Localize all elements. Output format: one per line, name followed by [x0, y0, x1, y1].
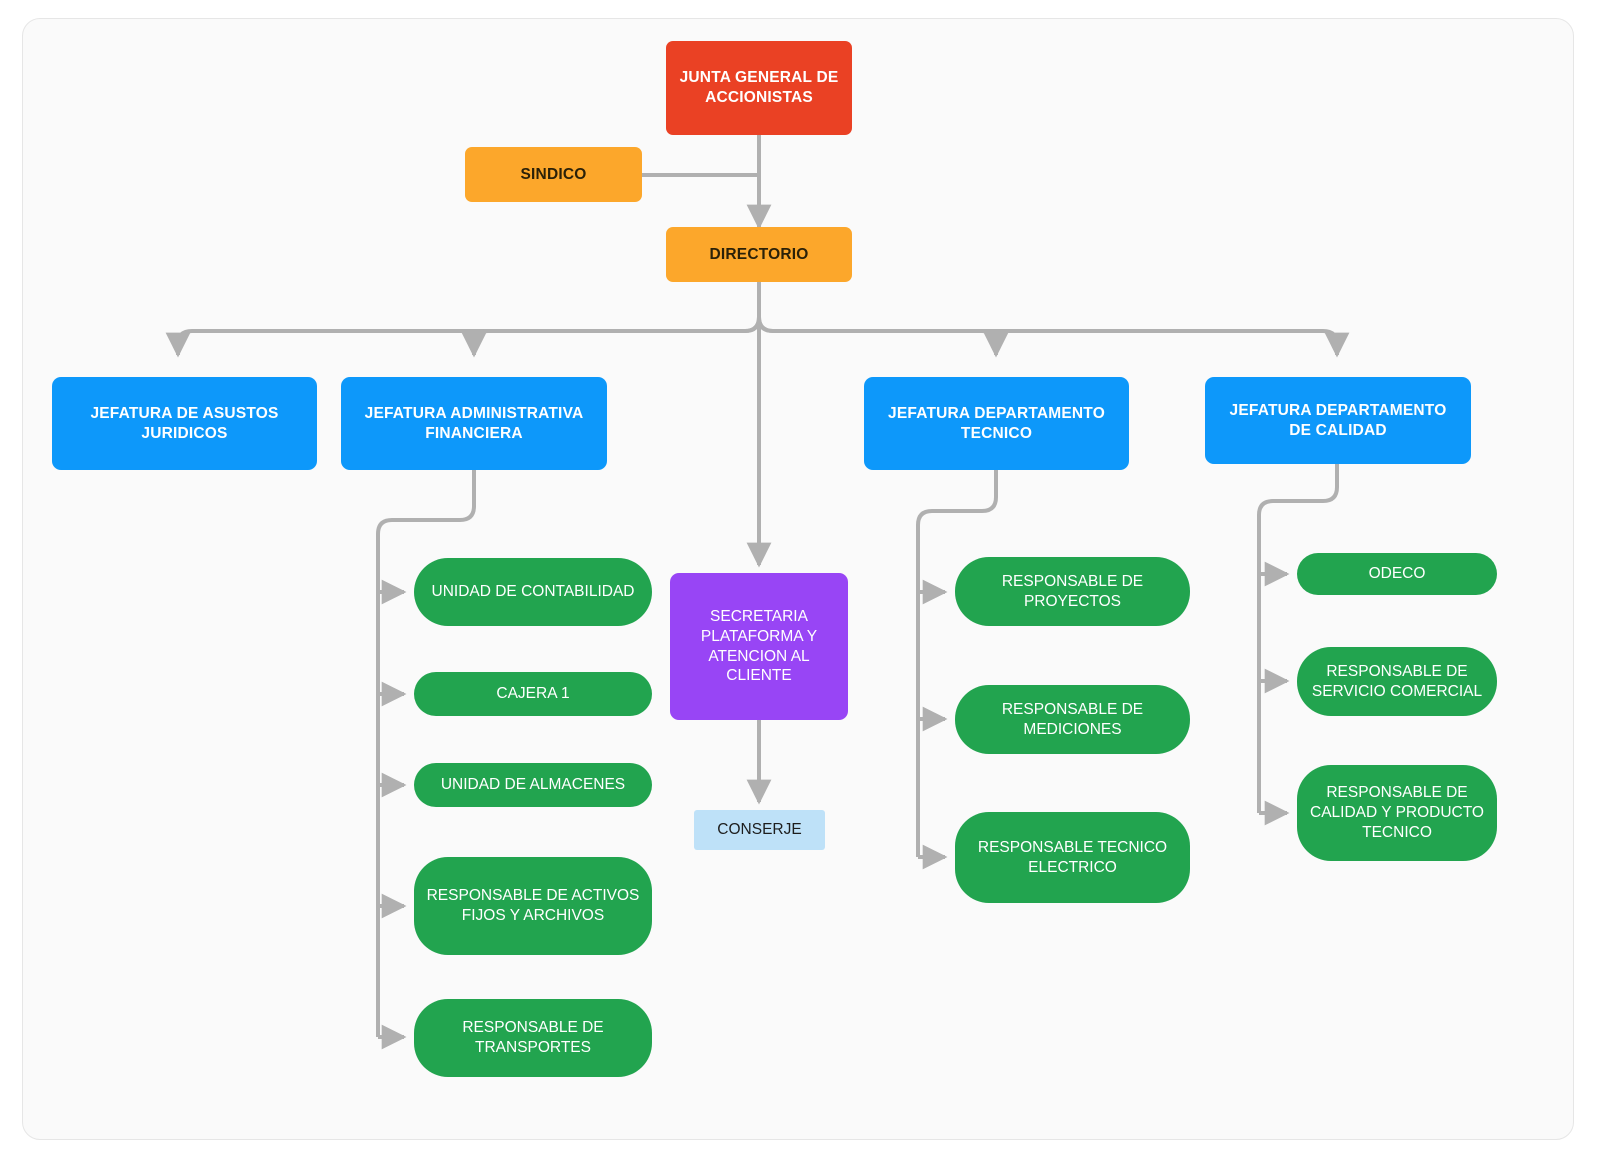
node-label: RESPONSABLE DE CALIDAD Y PRODUCTO TECNIC… — [1310, 784, 1484, 841]
node-label: UNIDAD DE CONTABILIDAD — [431, 583, 635, 601]
node-label: JEFATURA DEPARTAMENTO TECNICO — [888, 404, 1105, 442]
node-label: DIRECTORIO — [709, 245, 809, 263]
node-jefatura-asustos-juridicos[interactable]: JEFATURA DE ASUSTOS JURIDICOS — [52, 377, 317, 470]
node-label: RESPONSABLE DE TRANSPORTES — [462, 1019, 604, 1056]
node-junta-general-de-accionistas[interactable]: JUNTA GENERAL DE ACCIONISTAS — [666, 41, 852, 135]
node-label: RESPONSABLE DE SERVICIO COMERCIAL — [1311, 662, 1483, 700]
node-responsable-de-mediciones[interactable]: RESPONSABLE DE MEDICIONES — [955, 685, 1190, 754]
node-label: RESPONSABLE DE PROYECTOS — [1001, 572, 1144, 610]
node-label: CAJERA 1 — [496, 685, 570, 703]
node-label: ODECO — [1368, 565, 1426, 583]
node-responsable-activos-fijos-archivos[interactable]: RESPONSABLE DE ACTIVOS FIJOS Y ARCHIVOS — [414, 857, 652, 955]
node-unidad-de-almacenes[interactable]: UNIDAD DE ALMACENES — [414, 763, 652, 807]
node-cajera-1[interactable]: CAJERA 1 — [414, 672, 652, 716]
node-jefatura-departamento-calidad[interactable]: JEFATURA DEPARTAMENTO DE CALIDAD — [1205, 377, 1471, 464]
node-label: UNIDAD DE ALMACENES — [440, 776, 626, 794]
node-sindico[interactable]: SINDICO — [465, 147, 642, 202]
node-responsable-servicio-comercial[interactable]: RESPONSABLE DE SERVICIO COMERCIAL — [1297, 647, 1497, 716]
node-responsable-tecnico-electrico[interactable]: RESPONSABLE TECNICO ELECTRICO — [955, 812, 1190, 903]
node-responsable-de-proyectos[interactable]: RESPONSABLE DE PROYECTOS — [955, 557, 1190, 626]
node-secretaria-plataforma-atencion-cliente[interactable]: SECRETARIA PLATAFORMA Y ATENCION AL CLIE… — [670, 573, 848, 720]
node-label: RESPONSABLE DE MEDICIONES — [1001, 700, 1144, 738]
node-label: SECRETARIA PLATAFORMA Y ATENCION AL CLIE… — [700, 607, 818, 685]
node-jefatura-departamento-tecnico[interactable]: JEFATURA DEPARTAMENTO TECNICO — [864, 377, 1129, 470]
node-responsable-de-transportes[interactable]: RESPONSABLE DE TRANSPORTES — [414, 999, 652, 1077]
node-directorio[interactable]: DIRECTORIO — [666, 227, 852, 282]
node-label: RESPONSABLE DE ACTIVOS FIJOS Y ARCHIVOS — [426, 887, 640, 924]
node-jefatura-administrativa-financiera[interactable]: JEFATURA ADMINISTRATIVA FINANCIERA — [341, 377, 607, 470]
node-label: RESPONSABLE TECNICO ELECTRICO — [977, 838, 1168, 876]
node-label: JUNTA GENERAL DE ACCIONISTAS — [679, 69, 839, 106]
node-label: JEFATURA DEPARTAMENTO DE CALIDAD — [1229, 401, 1447, 439]
node-label: CONSERJE — [717, 821, 802, 839]
node-odeco[interactable]: ODECO — [1297, 553, 1497, 595]
node-responsable-calidad-producto-tecnico[interactable]: RESPONSABLE DE CALIDAD Y PRODUCTO TECNIC… — [1297, 765, 1497, 861]
node-label: SINDICO — [520, 165, 587, 183]
node-unidad-de-contabilidad[interactable]: UNIDAD DE CONTABILIDAD — [414, 558, 652, 626]
node-label: JEFATURA ADMINISTRATIVA FINANCIERA — [364, 404, 584, 442]
node-label: JEFATURA DE ASUSTOS JURIDICOS — [90, 404, 279, 442]
node-conserje[interactable]: CONSERJE — [694, 810, 825, 850]
